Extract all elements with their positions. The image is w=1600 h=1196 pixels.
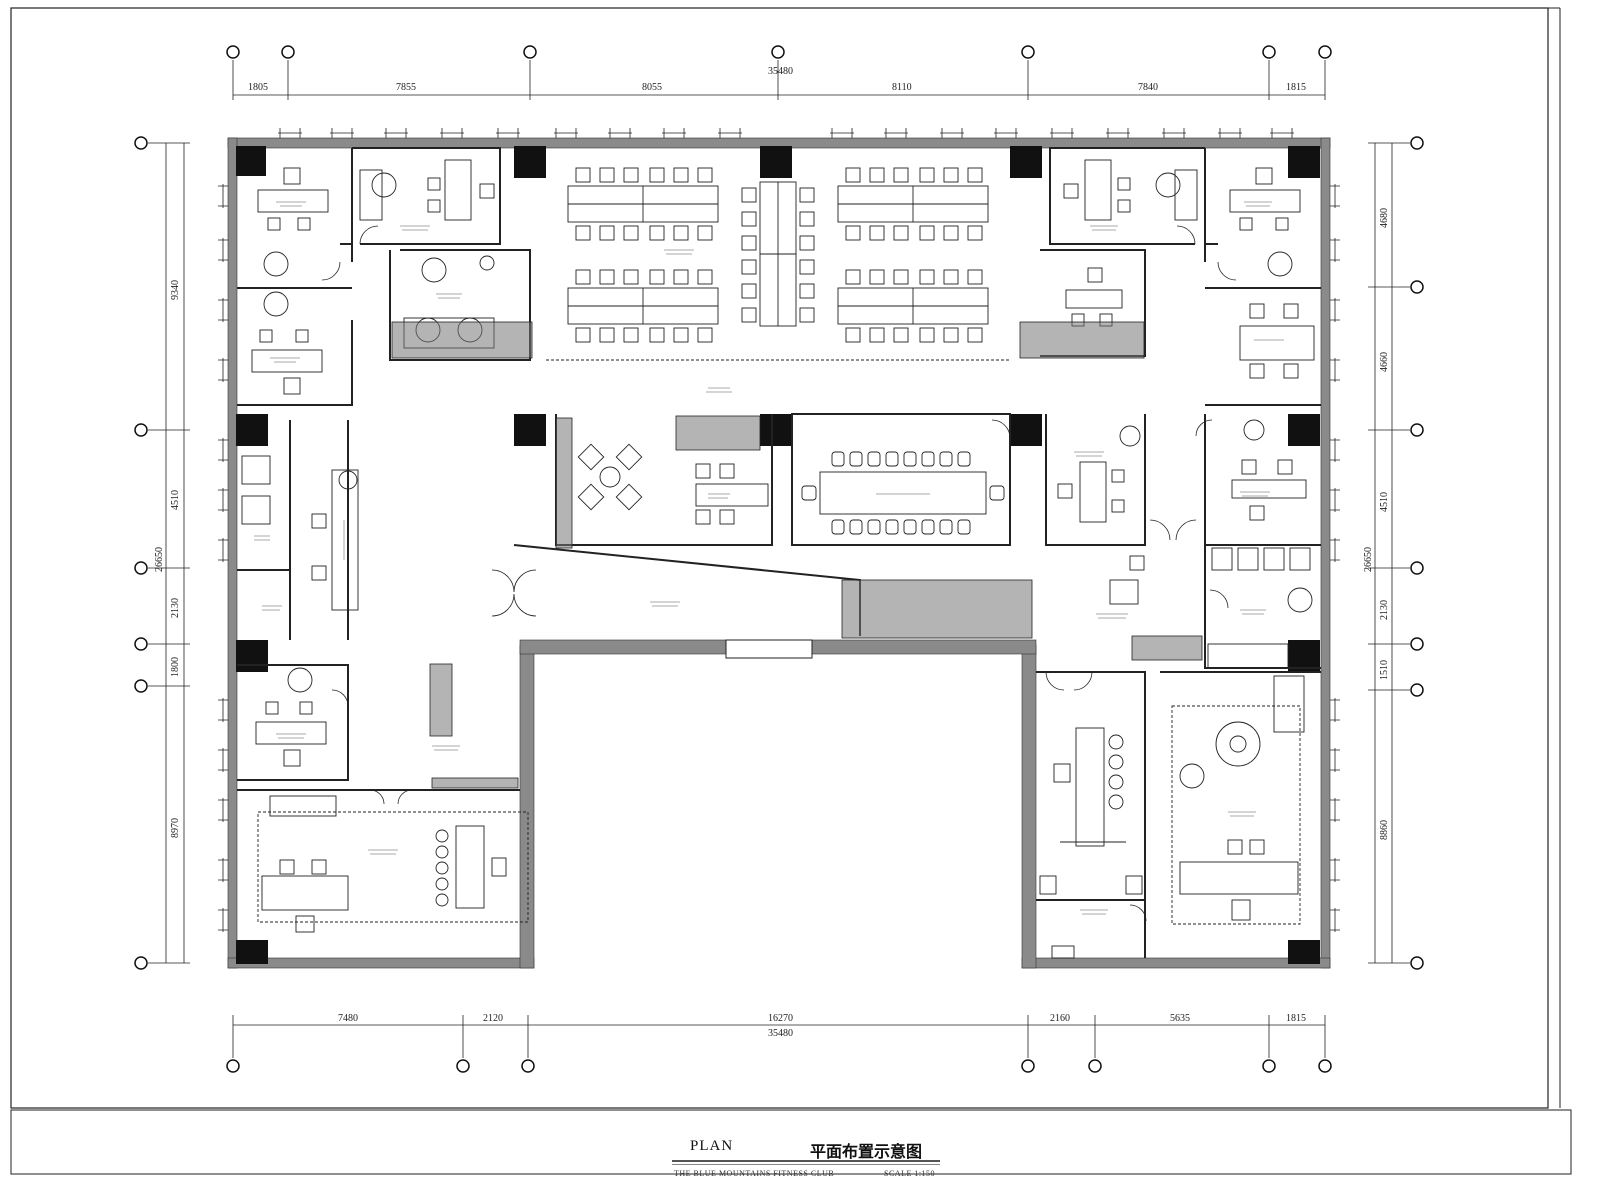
meeting-chairs-top <box>831 451 971 467</box>
bottom-dims: 7480 2120 16270 2160 5635 1815 <box>338 1013 1306 1024</box>
planting-areas <box>391 321 1203 789</box>
top-axis-bubbles <box>226 45 1332 59</box>
top-dim-6: 1815 <box>1286 82 1306 93</box>
right-dim-3: 4510 <box>1379 492 1390 512</box>
room-label-marks <box>254 201 1284 915</box>
right-dims: 4680 4660 4510 2130 1510 8860 26650 <box>1363 208 1390 840</box>
bottom-dim-4: 2160 <box>1050 1013 1070 1024</box>
right-dimension-chain <box>1368 142 1410 964</box>
bottom-dim-2: 2120 <box>483 1013 503 1024</box>
right-total-dim: 26650 <box>1363 547 1374 572</box>
right-dim-5: 1510 <box>1379 660 1390 680</box>
left-dimension-chain <box>148 142 190 964</box>
top-dim-5: 7840 <box>1138 82 1158 93</box>
left-dim-4: 1800 <box>170 657 181 677</box>
plan-label: PLAN <box>690 1138 734 1154</box>
left-dims: 9340 4510 2130 1800 8970 26650 <box>154 280 181 838</box>
window-marks-top <box>278 128 1294 138</box>
scale-label: SCALE 1:150 <box>884 1169 936 1178</box>
left-dim-3: 2130 <box>170 598 181 618</box>
desk-cluster-d <box>837 167 989 241</box>
courtyard-gate <box>725 639 813 659</box>
bottom-dim-3: 16270 <box>768 1013 793 1024</box>
left-axis-bubbles <box>134 136 148 970</box>
desk-cluster-a <box>567 167 719 241</box>
top-dim-2: 7855 <box>396 82 416 93</box>
window-marks-sides <box>218 184 1340 932</box>
right-dim-6: 8860 <box>1379 820 1390 840</box>
doors <box>321 225 1237 922</box>
exterior-walls <box>227 137 1331 969</box>
top-dim-3: 8055 <box>642 82 662 93</box>
title-block: PLAN 平面布置示意图 THE BLUE MOUNTAINS FITNESS … <box>660 1138 950 1193</box>
right-dim-4: 2130 <box>1379 600 1390 620</box>
interior-partitions <box>237 147 1321 958</box>
title-rule-thick <box>672 1160 940 1162</box>
structural-columns <box>236 146 1320 964</box>
left-dim-1: 9340 <box>170 280 181 300</box>
bottom-dim-6: 1815 <box>1286 1013 1306 1024</box>
desk-cluster-e <box>837 269 989 343</box>
bottom-axis-bubbles <box>226 1059 1332 1073</box>
right-axis-bubbles <box>1410 136 1424 970</box>
meeting-chairs-bottom <box>831 519 971 535</box>
club-name: THE BLUE MOUNTAINS FITNESS CLUB <box>674 1169 835 1178</box>
top-dim-1: 1805 <box>248 82 268 93</box>
left-dim-2: 4510 <box>170 490 181 510</box>
furniture <box>241 159 1315 959</box>
top-dims: 1805 7855 8055 8110 7840 1815 <box>248 82 1306 93</box>
right-dim-1: 4680 <box>1379 208 1390 228</box>
desk-cluster-c <box>741 181 815 327</box>
bottom-dimension-chain <box>232 1015 1326 1058</box>
bottom-dim-1: 7480 <box>338 1013 358 1024</box>
desk-cluster-b <box>567 269 719 343</box>
left-dim-5: 8970 <box>170 818 181 838</box>
right-dim-2: 4660 <box>1379 352 1390 372</box>
bottom-total-dim: 35480 <box>768 1028 793 1039</box>
top-total-dim: 35480 <box>768 66 793 77</box>
bottom-dim-5: 5635 <box>1170 1013 1190 1024</box>
plan-title-cn: 平面布置示意图 <box>810 1142 923 1161</box>
top-dim-4: 8110 <box>892 82 912 93</box>
top-dimension-chain <box>232 60 1326 100</box>
left-total-dim: 26650 <box>154 547 165 572</box>
title-rule-thin <box>672 1164 940 1165</box>
drawing-border <box>10 7 1572 1175</box>
